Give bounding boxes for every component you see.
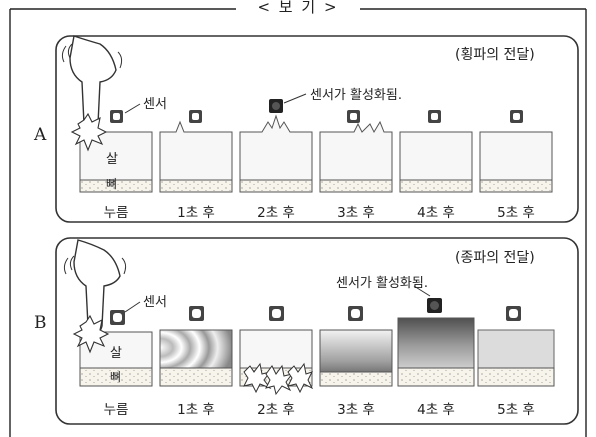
activation-note-b: 센서가 활성화됨. [336, 276, 428, 291]
figure-title: < 보 기 > [236, 0, 360, 16]
sensor-icon [348, 306, 363, 321]
step-label-b-3: 3초 후 [337, 402, 375, 418]
flesh-block-a-0 [79, 131, 153, 193]
step-label-a-3: 3초 후 [337, 205, 375, 221]
sensor-icon [189, 306, 204, 321]
step-label-a-1: 1초 후 [177, 205, 215, 221]
panel-a [55, 35, 579, 223]
step-label-b-0: 누름 [103, 402, 129, 418]
step-label-a-4: 4초 후 [417, 205, 455, 221]
activation-note-a: 센서가 활성화됨. [310, 88, 402, 103]
sensor-icon [428, 110, 441, 123]
step-label-b-4: 4초 후 [417, 402, 455, 418]
pressing-hand-icon [61, 35, 123, 152]
sensor-icon [110, 310, 125, 325]
panel-b [55, 237, 579, 425]
flesh-block-a-4 [399, 131, 473, 193]
flesh-block-a-1 [159, 120, 233, 193]
sensor-icon [110, 110, 123, 123]
flesh-block-a-2 [239, 114, 313, 193]
flesh-label-b: 살 [110, 346, 122, 361]
step-label-b-1: 1초 후 [177, 402, 215, 418]
outer-frame [9, 8, 587, 437]
sensor-icon [269, 306, 284, 321]
step-label-b-2: 2초 후 [257, 402, 295, 418]
flesh-block-a-3 [319, 120, 393, 193]
panel-title-a: (횡파의 전달) [455, 47, 535, 63]
flesh-label-a: 살 [106, 152, 118, 167]
bone-label-a: 뼈 [106, 177, 118, 191]
flesh-block-b-2 [239, 329, 314, 396]
sensor-icon [506, 306, 521, 321]
step-label-a-0: 누름 [103, 205, 129, 221]
row-label-a: A [34, 125, 47, 145]
sensor-icon [510, 110, 523, 123]
flesh-block-a-5 [479, 131, 553, 193]
step-label-a-5: 5초 후 [497, 205, 535, 221]
flesh-block-b-1 [159, 329, 233, 387]
bone-label-b: 뼈 [110, 370, 122, 384]
row-label-b: B [34, 313, 47, 333]
sensor-icon [189, 110, 202, 123]
sensor-active-icon [269, 99, 283, 113]
panel-title-b: (종파의 전달) [455, 250, 535, 266]
step-label-a-2: 2초 후 [257, 205, 295, 221]
step-label-b-5: 5초 후 [497, 402, 535, 418]
flesh-block-b-3 [319, 329, 393, 387]
sensor-label-b: 센서 [143, 295, 167, 310]
sensor-label-a: 센서 [143, 97, 167, 112]
flesh-block-b-5 [477, 329, 555, 387]
sensor-icon [347, 110, 360, 123]
flesh-block-b-4 [397, 317, 475, 387]
sensor-active-icon [427, 298, 442, 313]
pressing-hand-icon [63, 239, 127, 354]
